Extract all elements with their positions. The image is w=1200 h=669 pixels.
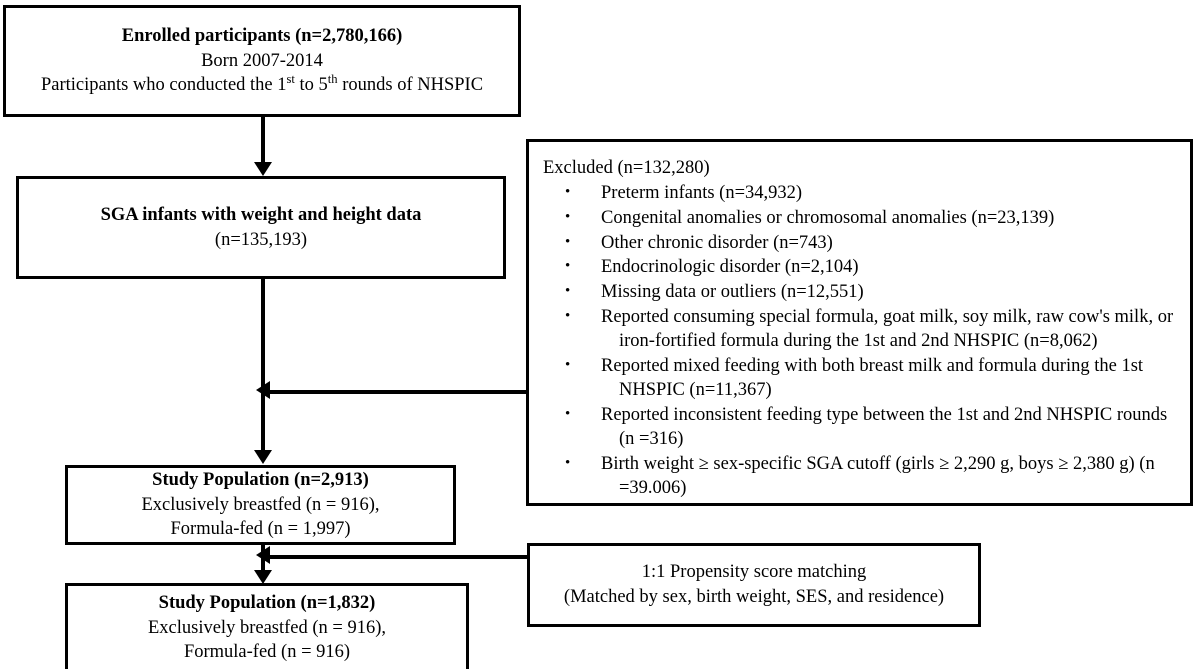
excluded-item-text: Other chronic disorder (n=743) (601, 232, 833, 253)
arrowhead-psm-branch (256, 546, 270, 564)
study1-formula: Formula-fed (n = 1,997) (170, 519, 351, 540)
arrowhead-into-study2-box (254, 570, 272, 584)
enrolled-rounds-part3: rounds of NHSPIC (337, 75, 484, 96)
enrolled-rounds-part1: Participants who conducted the 1 (40, 75, 287, 96)
psm-variables: (Matched by sex, birth weight, SES, and … (563, 587, 945, 607)
bullet-icon: • (565, 233, 571, 250)
connector-excluded-to-trunk (263, 390, 529, 394)
enrolled-rounds-part2: to 5 (294, 75, 328, 96)
enrolled-ordinal-first: st (286, 72, 295, 87)
connector-enrolled-to-sga (261, 117, 265, 164)
study2-title: Study Population (n=1,832) (158, 592, 376, 613)
bullet-icon: • (565, 454, 571, 471)
box-propensity-score-matching: 1:1 Propensity score matching (Matched b… (527, 543, 981, 627)
sga-count: (n=135,193) (214, 229, 308, 250)
sga-title: SGA infants with weight and height data (100, 204, 422, 225)
list-item: • Congenital anomalies or chromosomal ano… (557, 206, 1180, 230)
excluded-item-text: Reported consuming special formula, goat… (601, 306, 1174, 351)
excluded-item-text: Missing data or outliers (n=12,551) (601, 281, 864, 302)
list-item: • Birth weight ≥ sex-specific SGA cutoff … (557, 452, 1180, 500)
box-study-population-after-matching: Study Population (n=1,832) Exclusively b… (65, 583, 469, 669)
box-study-population-before-matching: Study Population (n=2,913) Exclusively b… (65, 465, 456, 545)
excluded-item-text: Preterm infants (n=34,932) (601, 183, 803, 204)
enrolled-ordinal-fifth: th (327, 72, 338, 87)
excluded-item-text: Birth weight ≥ sex-specific SGA cutoff (… (601, 453, 1155, 498)
list-item: • Other chronic disorder (n=743) (557, 231, 1180, 255)
study1-title: Study Population (n=2,913) (152, 469, 369, 490)
list-item: • Preterm infants (n=34,932) (557, 181, 1180, 205)
excluded-item-text: Endocrinologic disorder (n=2,104) (601, 257, 859, 278)
arrowhead-into-study1-box (254, 450, 272, 464)
list-item: • Reported consuming special formula, goa… (557, 305, 1180, 353)
psm-title: 1:1 Propensity score matching (641, 562, 867, 583)
excluded-list: • Preterm infants (n=34,932) • Congenital … (543, 181, 1180, 501)
list-item: • Endocrinologic disorder (n=2,104) (557, 255, 1180, 279)
study1-breastfed: Exclusively breastfed (n = 916), (141, 494, 380, 515)
connector-sga-to-study1 (261, 279, 265, 451)
box-enrolled-participants: Enrolled participants (n=2,780,166) Born… (3, 5, 521, 117)
connector-psm-to-trunk (263, 555, 530, 559)
excluded-item-text: Congenital anomalies or chromosomal anom… (601, 207, 1055, 228)
excluded-item-text: Reported inconsistent feeding type betwe… (601, 404, 1168, 449)
box-sga-infants: SGA infants with weight and height data … (16, 176, 506, 279)
excluded-title: Excluded (n=132,280) (543, 158, 710, 178)
bullet-icon: • (565, 258, 571, 275)
bullet-icon: • (565, 307, 571, 324)
bullet-icon: • (565, 208, 571, 225)
bullet-icon: • (565, 405, 571, 422)
enrolled-title: Enrolled participants (n=2,780,166) (121, 25, 403, 46)
list-item: • Reported inconsistent feeding type betw… (557, 403, 1180, 451)
list-item: • Reported mixed feeding with both breast… (557, 354, 1180, 402)
enrolled-birth-years: Born 2007-2014 (201, 50, 323, 71)
arrowhead-excluded-branch (256, 381, 270, 399)
study2-formula: Formula-fed (n = 916) (183, 642, 351, 663)
study2-breastfed: Exclusively breastfed (n = 916), (147, 617, 387, 638)
enrolled-rounds: Participants who conducted the 1st to 5t… (41, 73, 483, 98)
box-excluded-criteria: Excluded (n=132,280) • Preterm infants (n… (526, 139, 1193, 506)
excluded-item-text: Reported mixed feeding with both breast … (601, 355, 1144, 400)
bullet-icon: • (565, 184, 571, 201)
bullet-icon: • (565, 356, 571, 373)
bullet-icon: • (565, 282, 571, 299)
arrowhead-into-sga-box (254, 162, 272, 176)
list-item: • Missing data or outliers (n=12,551) (557, 280, 1180, 304)
